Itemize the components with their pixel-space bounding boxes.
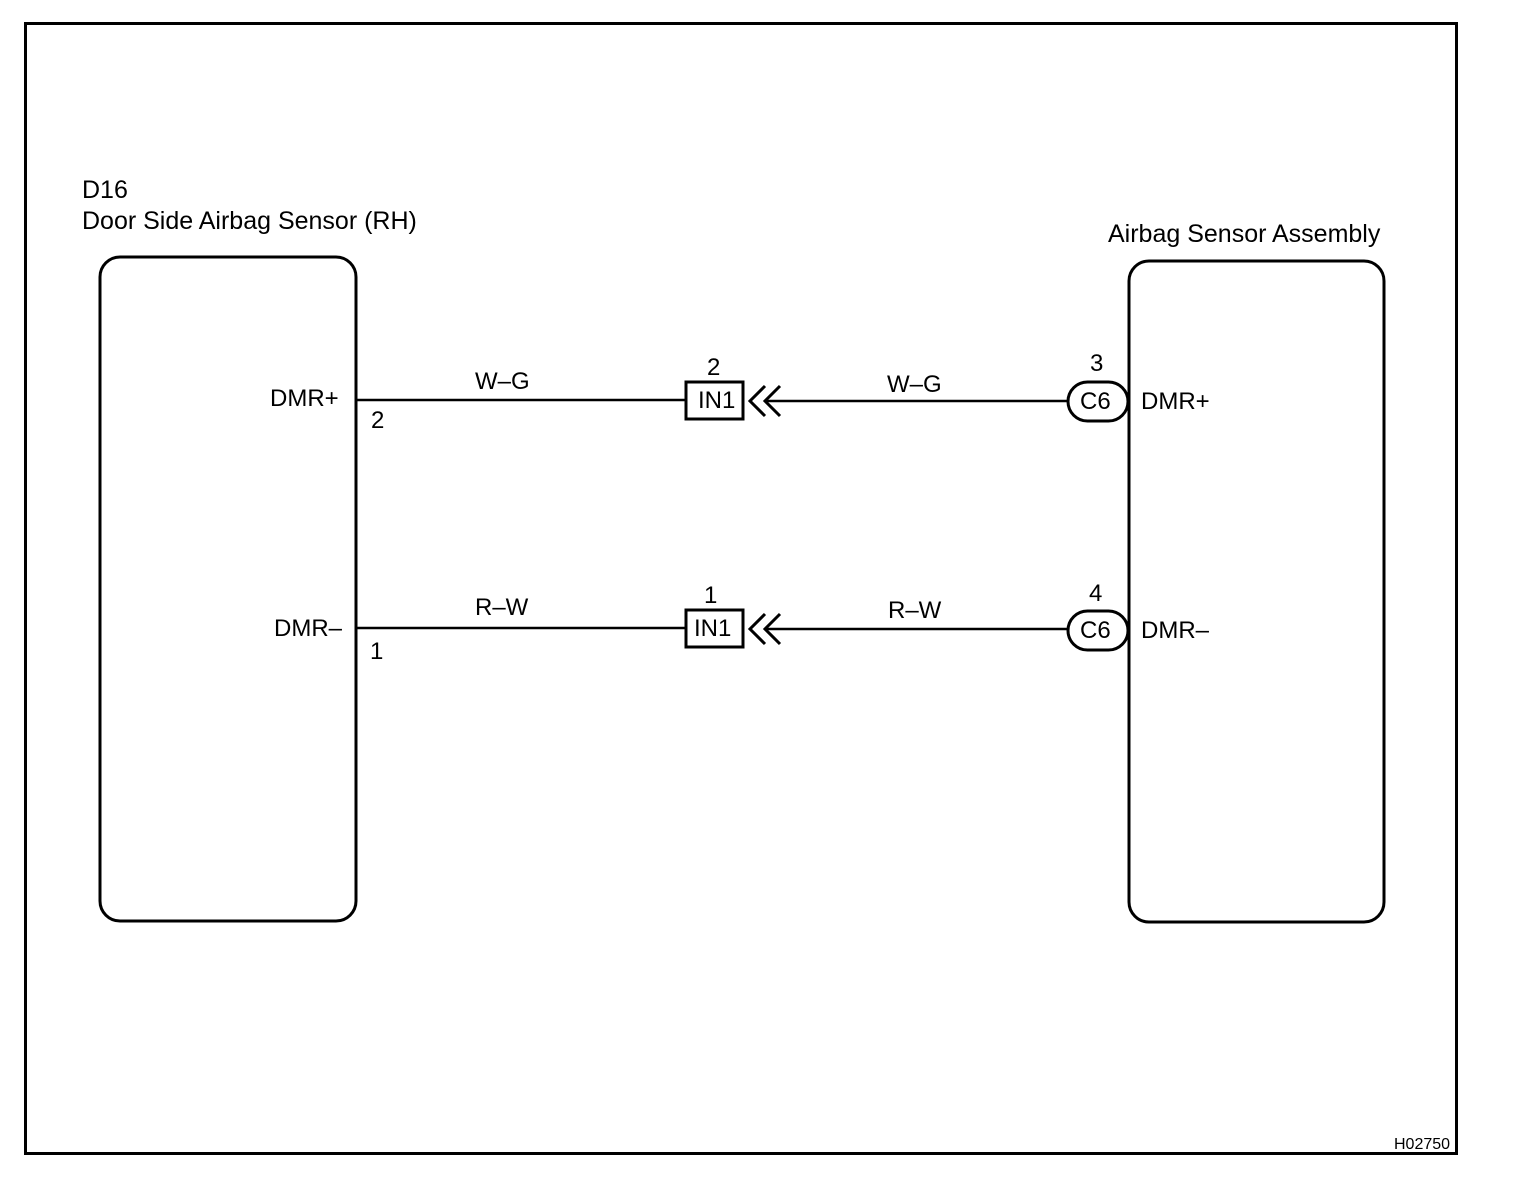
diagram-frame	[24, 22, 1458, 1155]
right-component-name: Airbag Sensor Assembly	[1108, 220, 1381, 248]
airbag-sensor-assembly-box	[1127, 259, 1386, 924]
wire-color-label-top-left: W–G	[475, 368, 530, 395]
right-connector-c6-bottom: C6	[1080, 617, 1111, 644]
left-pin-number-1: 1	[370, 638, 384, 665]
junction-pin-number-bottom: 1	[704, 582, 718, 609]
junction-pin-number-top: 2	[707, 354, 721, 381]
in1-connector-box-bottom	[684, 608, 745, 649]
junction-label-top: IN1	[698, 387, 736, 414]
right-pin-number-4: 4	[1089, 580, 1103, 607]
in1-chevron-outer-bottom	[747, 612, 767, 646]
left-pin-label-dmr-plus: DMR+	[270, 385, 339, 412]
junction-label-bottom: IN1	[694, 615, 732, 642]
figure-id: H02750	[1394, 1136, 1451, 1153]
right-pin-label-dmr-plus: DMR+	[1141, 388, 1210, 415]
in1-connector-box-top	[684, 380, 745, 421]
c6-connector-oval-top	[1066, 380, 1130, 423]
wire-color-label-top-right: W–G	[887, 371, 942, 398]
left-pin-number-2: 2	[371, 407, 385, 434]
left-component-name: Door Side Airbag Sensor (RH)	[82, 207, 417, 235]
c6-connector-oval-bottom	[1066, 609, 1130, 652]
right-connector-c6-top: C6	[1080, 388, 1111, 415]
in1-chevron-outer-top	[747, 384, 767, 418]
right-pin-label-dmr-minus: DMR–	[1141, 617, 1210, 644]
wire-color-label-bottom-right: R–W	[888, 597, 942, 624]
left-component-code: D16	[82, 176, 128, 204]
left-pin-label-dmr-minus: DMR–	[274, 615, 343, 642]
wire-color-label-bottom-left: R–W	[475, 594, 529, 621]
right-pin-number-3: 3	[1090, 350, 1104, 377]
door-side-airbag-sensor-box	[98, 255, 358, 923]
